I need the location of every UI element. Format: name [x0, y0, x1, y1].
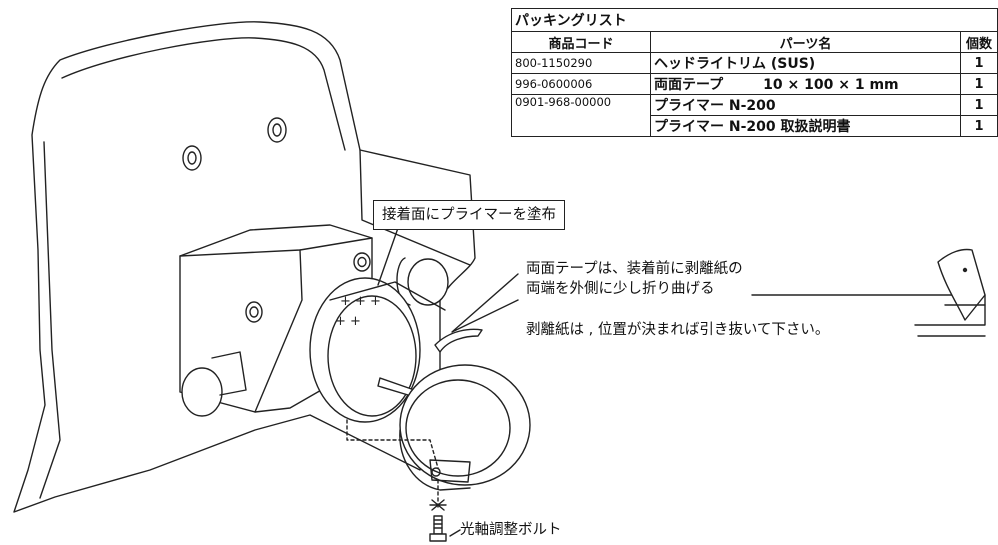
row-name: プライマー N-200 取扱説明書: [650, 115, 961, 137]
packing-list-title: パッキングリスト: [511, 8, 998, 32]
svg-text:+ +: + +: [335, 314, 361, 329]
row-code: 996-0600006: [511, 73, 651, 95]
col-header-code: 商品コード: [511, 31, 651, 53]
svg-text:+ + +: + + +: [340, 294, 381, 309]
release-paper-callout: 剥離紙は , 位置が決まれば引き抜いて下さい。: [526, 322, 830, 338]
primer-leader: [377, 227, 399, 286]
bolt-label: 光軸調整ボルト: [460, 522, 562, 538]
col-header-qty: 個数: [960, 31, 998, 53]
packing-list-table: パッキングリスト 商品コード パーツ名 個数 800-1150290 ヘッドライ…: [511, 8, 998, 137]
row-qty: 1: [960, 52, 998, 74]
alignment-guide-line: [346, 419, 439, 469]
row-name: プライマー N-200: [650, 94, 961, 116]
table-row: プライマー N-200 取扱説明書 1: [512, 115, 998, 137]
table-row: 0901-968-00000 プライマー N-200 1: [511, 94, 998, 137]
row-name: 両面テープ 10 × 100 × 1 mm: [650, 73, 961, 95]
row-code: 800-1150290: [511, 52, 651, 74]
row-qty: 1: [960, 94, 998, 116]
tape-callout: 両面テープは、装着前に剥離紙の 両端を外側に少し折り曲げる: [526, 259, 743, 299]
primer-callout: 接着面にプライマーを塗布: [373, 200, 565, 230]
row-code: 0901-968-00000: [511, 94, 651, 137]
table-row: 800-1150290 ヘッドライトリム (SUS) 1: [511, 52, 998, 74]
tape-callout-line2: 両端を外側に少し折り曲げる: [526, 281, 715, 297]
row-qty: 1: [960, 115, 998, 137]
row-qty: 1: [960, 73, 998, 95]
row-spec: 10 × 100 × 1 mm: [763, 77, 899, 93]
col-header-name: パーツ名: [650, 31, 961, 53]
adjustment-bolt: [429, 499, 461, 542]
row-name: ヘッドライトリム (SUS): [650, 52, 961, 74]
release-paper-illustration: [751, 248, 986, 337]
row-name-text: 両面テープ: [654, 77, 724, 93]
cowl-screws: [182, 117, 371, 323]
tape-leader: [451, 273, 519, 333]
headlight-rim: [399, 364, 531, 491]
tape-callout-line1: 両面テープは、装着前に剥離紙の: [526, 261, 743, 277]
table-row: 996-0600006 両面テープ 10 × 100 × 1 mm 1: [511, 73, 998, 95]
